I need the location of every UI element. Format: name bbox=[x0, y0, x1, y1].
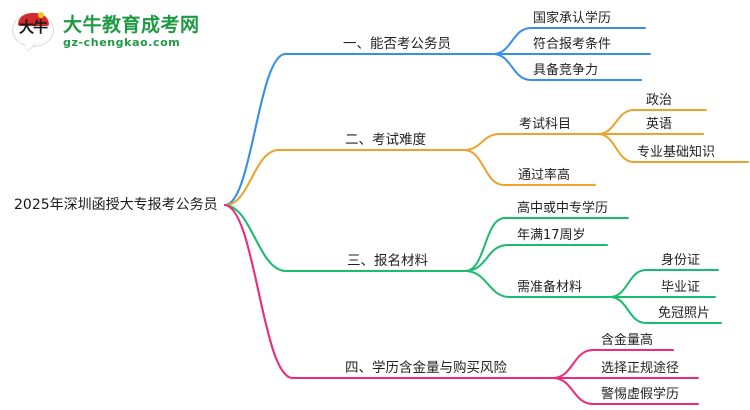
branch-1-child-2[interactable]: 符合报考条件 bbox=[533, 37, 612, 52]
cap-knob-icon bbox=[38, 12, 44, 18]
branch-3-child-3-sub-1[interactable]: 身份证 bbox=[661, 253, 701, 268]
branch-node-1[interactable]: 一、能否考公务员 bbox=[343, 36, 451, 52]
branch-2-child-1-sub-3[interactable]: 专业基础知识 bbox=[637, 145, 716, 160]
branch-2-child-2[interactable]: 通过率高 bbox=[518, 168, 571, 183]
branch-2-child-1-sub-1[interactable]: 政治 bbox=[646, 93, 673, 108]
branch-2-connectors bbox=[223, 109, 749, 207]
logo-subtitle-url: gz-chengkao.com bbox=[63, 36, 181, 49]
branch-1-child-1[interactable]: 国家承认学历 bbox=[533, 11, 612, 26]
branch-node-3[interactable]: 三、报名材料 bbox=[347, 253, 428, 269]
speech-bubble-tail bbox=[23, 42, 36, 51]
branch-3-child-3-sub-3[interactable]: 免冠照片 bbox=[658, 306, 711, 321]
branch-3-child-3-sub-2[interactable]: 毕业证 bbox=[661, 280, 701, 295]
logo-mark-text: 大牛 bbox=[18, 18, 48, 36]
branch-3-child-3[interactable]: 需准备材料 bbox=[517, 280, 583, 295]
branch-2-child-1-sub-2[interactable]: 英语 bbox=[646, 117, 673, 132]
branch-4-child-3[interactable]: 警惕虚假学历 bbox=[601, 387, 680, 402]
branch-2-child-1[interactable]: 考试科目 bbox=[519, 117, 572, 132]
branch-4-child-1[interactable]: 含金量高 bbox=[601, 333, 654, 348]
branch-3-child-1[interactable]: 高中或中专学历 bbox=[517, 201, 609, 216]
site-logo[interactable]: 大牛 大牛教育成考网 gz-chengkao.com bbox=[12, 8, 212, 56]
logo-mark-icon: 大牛 bbox=[12, 11, 56, 53]
branch-1-connectors bbox=[223, 27, 651, 207]
red-cap-shape bbox=[18, 12, 49, 26]
logo-title: 大牛教育成考网 bbox=[63, 14, 200, 36]
mindmap-root-node[interactable]: 2025年深圳函授大专报考公务员 bbox=[14, 197, 218, 213]
branch-node-2[interactable]: 二、考试难度 bbox=[345, 132, 426, 148]
logo-text-block: 大牛教育成考网 gz-chengkao.com bbox=[63, 14, 200, 50]
branch-3-child-2[interactable]: 年满17周岁 bbox=[517, 228, 586, 243]
branch-4-connectors bbox=[223, 203, 699, 405]
branch-4-child-2[interactable]: 选择正规途径 bbox=[601, 361, 680, 376]
branch-3-connectors bbox=[223, 203, 722, 324]
branch-node-4[interactable]: 四、学历含金量与购买风险 bbox=[345, 360, 507, 376]
branch-1-child-3[interactable]: 具备竞争力 bbox=[533, 63, 599, 78]
